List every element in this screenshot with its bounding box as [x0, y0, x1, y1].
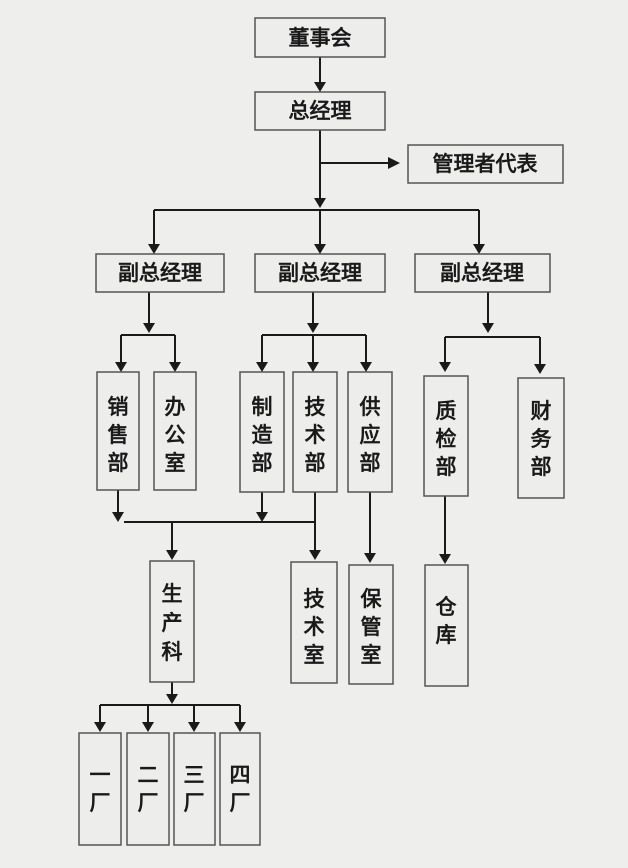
node-storage-room-label: 保管室: [360, 587, 383, 667]
node-factory-4: 四厂: [219, 732, 261, 846]
arrowhead: [112, 512, 124, 522]
node-management-rep: 管理者代表: [407, 144, 564, 184]
node-factory-4-label: 四厂: [230, 763, 251, 815]
arrowhead: [482, 323, 494, 333]
arrowhead: [314, 82, 326, 92]
arrowhead: [115, 362, 127, 372]
node-office-label: 办公室: [165, 395, 186, 475]
arrowhead: [169, 362, 181, 372]
arrowhead: [534, 364, 546, 374]
node-factory-2-label: 二厂: [138, 763, 159, 815]
arrowheads: [94, 82, 546, 732]
node-supply-dept-label: 供应部: [359, 395, 381, 475]
node-vice-gm-2-label: 副总经理: [278, 261, 362, 285]
node-vice-gm-3-label: 副总经理: [440, 261, 524, 285]
arrowhead: [439, 554, 451, 564]
arrowhead: [256, 512, 268, 522]
arrowhead: [142, 722, 154, 732]
node-management-rep-label: 管理者代表: [433, 152, 539, 176]
node-warehouse: 仓库: [424, 564, 469, 687]
arrowhead: [234, 722, 246, 732]
node-factory-2: 二厂: [126, 732, 170, 846]
node-vice-gm-1: 副总经理: [95, 253, 225, 293]
node-finance-dept-label: 财务部: [531, 399, 553, 479]
arrowhead: [309, 550, 321, 560]
node-warehouse-label: 仓库: [435, 595, 458, 647]
arrowhead: [360, 362, 372, 372]
arrowhead: [94, 722, 106, 732]
arrowhead: [148, 244, 160, 254]
node-sales-dept-label: 销售部: [108, 395, 129, 475]
node-storage-room: 保管室: [348, 564, 394, 685]
node-technology-dept-label: 技术部: [305, 395, 327, 475]
node-factory-1: 一厂: [78, 732, 122, 846]
arrowhead: [314, 244, 326, 254]
node-quality-dept-label: 质检部: [436, 399, 457, 479]
node-general-manager-label: 总经理: [289, 99, 352, 123]
node-production-section: 生产科: [149, 560, 195, 683]
arrowhead: [143, 323, 155, 333]
arrowhead: [166, 694, 178, 704]
node-vice-gm-2: 副总经理: [254, 253, 386, 293]
node-factory-3-label: 三厂: [184, 763, 205, 815]
arrowhead: [166, 550, 178, 560]
node-quality-dept: 质检部: [423, 375, 469, 497]
node-sales-dept: 销售部: [96, 371, 140, 491]
node-factory-1-label: 一厂: [90, 763, 111, 815]
arrowhead: [307, 362, 319, 372]
node-production-section-label: 生产科: [162, 582, 183, 664]
node-manufacturing-dept-label: 制造部: [252, 395, 274, 475]
arrowhead: [388, 157, 400, 169]
node-finance-dept: 财务部: [517, 377, 565, 499]
node-technology-dept: 技术部: [292, 371, 338, 493]
node-board: 董事会: [254, 17, 386, 58]
arrowhead: [314, 198, 326, 208]
arrowhead: [256, 362, 268, 372]
node-vice-gm-1-label: 副总经理: [118, 261, 202, 285]
arrowhead: [188, 722, 200, 732]
node-technology-room: 技术室: [290, 561, 338, 684]
node-manufacturing-dept: 制造部: [239, 371, 285, 493]
node-office: 办公室: [153, 371, 197, 491]
arrowhead: [439, 362, 451, 372]
node-board-label: 董事会: [289, 26, 352, 50]
node-supply-dept: 供应部: [347, 371, 393, 493]
connectors: [99, 57, 541, 722]
node-vice-gm-3: 副总经理: [414, 253, 551, 293]
node-factory-3: 三厂: [173, 732, 216, 846]
arrowhead: [473, 244, 485, 254]
arrowhead: [364, 553, 376, 563]
node-general-manager: 总经理: [254, 91, 386, 131]
arrowhead: [307, 323, 319, 333]
node-technology-room-label: 技术室: [304, 587, 326, 667]
